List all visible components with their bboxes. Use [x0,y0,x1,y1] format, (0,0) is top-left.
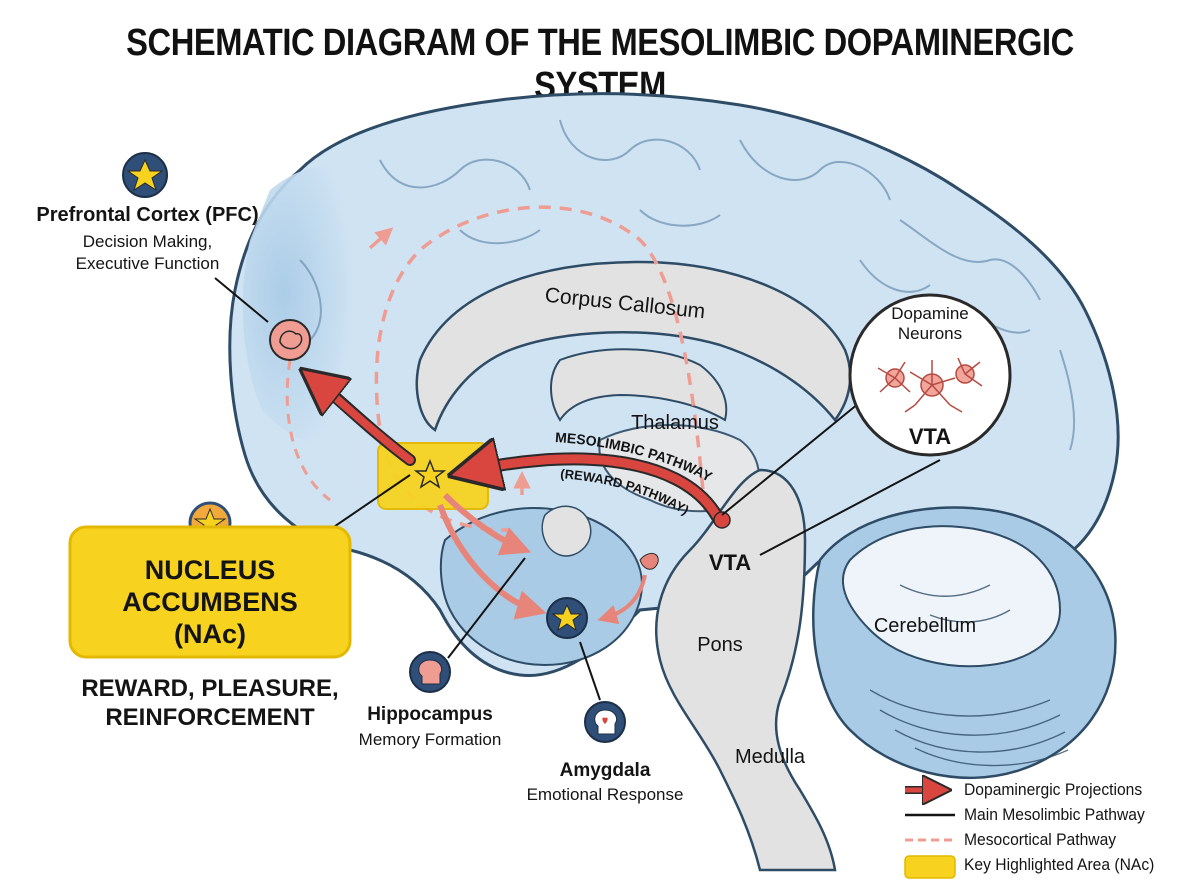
mesocortical-branch-line [285,359,331,502]
pfc-brain-icon [269,319,311,361]
vta-label: VTA [708,550,752,575]
amygdala-title: Amygdala [559,760,651,781]
thalamus-label: Thalamus [631,412,719,434]
legend-swatches [904,790,956,879]
legend-item-dopaminergic: Dopaminergic Projections [900,778,1195,803]
amygdala-star-icon [551,603,583,632]
legend: Dopaminergic Projections Main Mesolimbic… [900,778,1195,878]
nac-to-hippocampus-arrow [442,492,532,556]
mesocortical-pathway-line [374,205,707,532]
nac-star-icon [413,458,447,489]
vta-dot [713,511,731,529]
legend-label: Mesocortical Pathway [964,830,1117,849]
legend-item-mesolimbic: Main Mesolimbic Pathway [900,803,1195,828]
nac-to-amygdala-arrow [437,503,547,620]
pfc-desc-line1: Decision Making, [82,232,213,251]
nac-line2: ACCUMBENS [122,587,298,617]
mesolimbic-main-arrow-fill [465,459,723,523]
dopamine-neurons-icon [877,357,983,413]
mesocortical-arrowhead-top [368,227,394,250]
pfc-brain-glyph-icon [279,330,303,350]
legend-item-mesocortical: Mesocortical Pathway [900,828,1195,853]
nac-role-line2: REINFORCEMENT [105,704,315,731]
legend-label: Key Highlighted Area (NAc) [964,855,1155,874]
limbic-deep-region [439,507,643,667]
pfc-desc-line2: Executive Function [75,254,220,273]
inset-vta-label: VTA [908,424,952,449]
cerebellum-label: Cerebellum [873,615,977,637]
legend-label: Dopaminergic Projections [964,780,1143,799]
legend-label: Main Mesolimbic Pathway [964,805,1145,824]
pfc-title: Prefrontal Cortex (PFC) [36,204,259,226]
legend-item-highlight: Key Highlighted Area (NAc) [900,853,1195,878]
amygdala-small-marker [639,553,659,570]
nac-label-box [68,525,352,659]
nac-to-pfc-arrow [312,378,414,464]
hippocampus-title: Hippocampus [367,704,493,725]
amygdala-desc: Emotional Response [526,785,684,804]
leader-lines [214,277,941,701]
hippocampus-desc: Memory Formation [358,730,502,749]
cerebellum [812,506,1117,780]
heart-icon [602,717,608,724]
nac-role-line1: REWARD, PLEASURE, [81,675,339,702]
diagram-title: SCHEMATIC DIAGRAM OF THE MESOLIMBIC DOPA… [126,22,1074,107]
hypothalamus-lobe [541,505,592,557]
pfc-star-badge-icon [126,158,164,192]
nac-line3: (NAc) [174,619,246,649]
inset-dopamine-line1: Dopamine [891,304,969,323]
pons-label: Pons [697,634,743,656]
hippocampus-head-icon [418,659,443,685]
corpus-callosum [415,260,852,432]
inset-dopamine-line2: Neurons [897,324,963,343]
medulla-label: Medulla [734,746,806,768]
legend-yellow-box-icon [904,855,956,879]
vta-to-amygdala-arrow [597,574,647,625]
nac-line1: NUCLEUS [144,555,276,585]
brainstem [655,468,837,872]
fornix [550,348,728,422]
